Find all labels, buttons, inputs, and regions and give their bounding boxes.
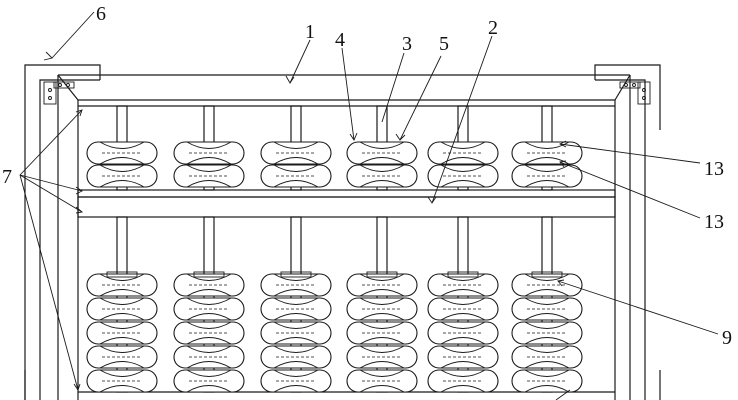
lower-bead <box>260 369 332 393</box>
lower-bead <box>511 369 583 393</box>
bead-cap <box>531 271 563 278</box>
upper-bead <box>427 141 499 165</box>
upper-bead <box>346 141 418 165</box>
label-3: 3 <box>402 33 412 55</box>
label-2: 2 <box>488 17 498 39</box>
lower-bead <box>511 297 583 321</box>
corner-bracket-right <box>24 64 661 400</box>
lower-bead <box>86 273 158 297</box>
lower-bead <box>260 345 332 369</box>
lower-bead <box>86 369 158 393</box>
lower-bead <box>260 297 332 321</box>
lower-bead <box>346 297 418 321</box>
label-6: 6 <box>96 3 106 25</box>
upper-bead <box>511 164 583 188</box>
label-7: 7 <box>2 166 12 188</box>
bead-cap <box>447 271 479 278</box>
lower-bead <box>427 321 499 345</box>
lower-bead <box>511 345 583 369</box>
lower-bead <box>427 345 499 369</box>
lower-bead <box>260 321 332 345</box>
corner-bracket-left <box>24 64 101 400</box>
lower-bead <box>427 297 499 321</box>
lower-bead <box>346 345 418 369</box>
upper-bead <box>173 164 245 188</box>
middle-beam <box>77 189 616 218</box>
upper-bead <box>346 164 418 188</box>
upper-bead <box>511 141 583 165</box>
label-1: 1 <box>305 21 315 43</box>
bead-cap <box>366 271 398 278</box>
bead-cap <box>106 271 138 278</box>
lower-bead <box>511 273 583 297</box>
upper-bead <box>427 164 499 188</box>
lower-bead <box>86 345 158 369</box>
lower-bead <box>173 297 245 321</box>
upper-bead <box>260 141 332 165</box>
lower-bead <box>173 273 245 297</box>
label-5: 5 <box>439 33 449 55</box>
lower-bead <box>86 321 158 345</box>
lower-bead <box>260 273 332 297</box>
beads <box>86 141 583 393</box>
upper-bead <box>260 164 332 188</box>
upper-bead <box>86 164 158 188</box>
lower-bead <box>427 273 499 297</box>
upper-bead <box>86 141 158 165</box>
leader-lines <box>19 11 719 400</box>
label-9: 9 <box>722 327 732 349</box>
lower-bead <box>173 369 245 393</box>
label-13-upper: 13 <box>704 158 724 180</box>
upper-bead <box>173 141 245 165</box>
label-13-lower: 13 <box>704 211 724 233</box>
lower-bead <box>346 321 418 345</box>
label-4: 4 <box>335 29 345 51</box>
bead-cap <box>193 271 225 278</box>
lower-bead <box>427 369 499 393</box>
lower-bead <box>173 345 245 369</box>
outer-frame <box>57 74 631 400</box>
lower-bead <box>173 321 245 345</box>
bead-cap <box>280 271 312 278</box>
lower-bead <box>86 297 158 321</box>
lower-bead <box>346 369 418 393</box>
lower-bead <box>511 321 583 345</box>
lower-bead <box>346 273 418 297</box>
